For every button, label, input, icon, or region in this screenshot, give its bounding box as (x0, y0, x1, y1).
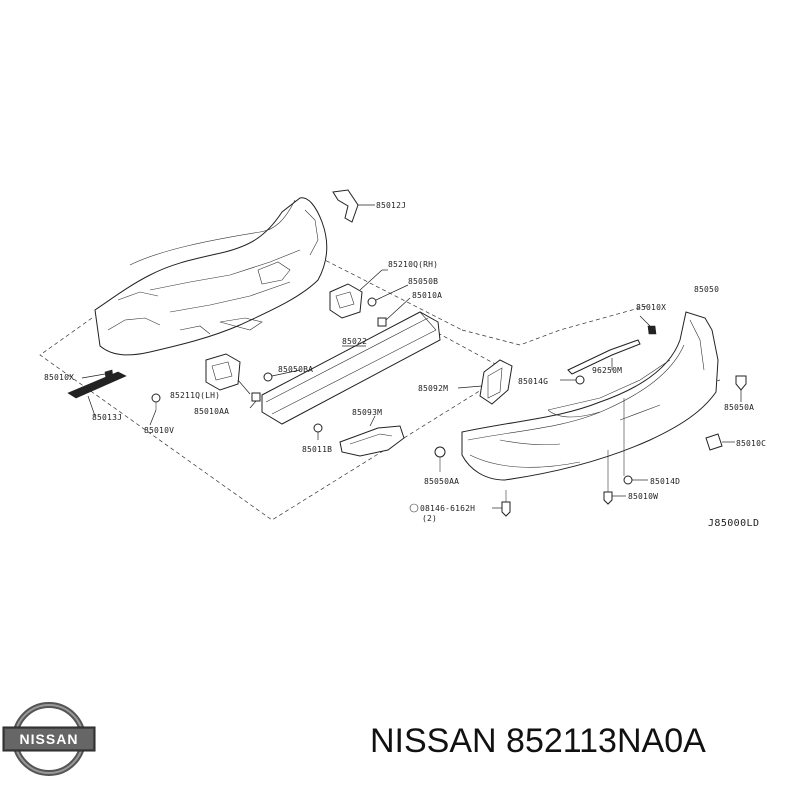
part-85092m-bracket (457, 359, 513, 405)
bolt-85011b (313, 423, 323, 440)
part-85010c-cap (705, 433, 735, 451)
label-85050aa: 85050AA (424, 477, 459, 486)
circled-b-icon (409, 503, 419, 513)
part-85022-reinforcement (261, 311, 441, 425)
diagram-code: J85000LD (708, 518, 759, 529)
bolt-85014d (623, 398, 648, 485)
label-85210q-rh: 85210Q(RH) (388, 260, 438, 269)
bolt-08146-6162h (492, 490, 511, 517)
clip-85050b (367, 284, 409, 307)
bolt-85010v (149, 393, 161, 426)
label-85050: 85050 (694, 285, 719, 294)
part-85050-bumper-fascia (461, 311, 719, 481)
label-85011b: 85011B (302, 445, 332, 454)
clip-85014g (560, 375, 585, 385)
label-85211q-lh: 85211Q(LH) (170, 391, 220, 400)
bolt-85010x-left (81, 369, 114, 380)
label-85010x-left: 85010X (44, 373, 74, 382)
label-85010a: 85010A (412, 291, 442, 300)
label-85010w: 85010W (628, 492, 658, 501)
label-85014d: 85014D (650, 477, 680, 486)
label-85093m: 85093M (352, 408, 382, 417)
label-85012j: 85012J (376, 201, 406, 210)
label-96250m: 96250M (592, 366, 622, 375)
label-85092m: 85092M (418, 384, 448, 393)
part-labels: 85012J 85210Q(RH) 85050B 85010A 85022 85… (44, 201, 766, 523)
label-85010aa: 85010AA (194, 407, 229, 416)
label-85010v: 85010V (144, 426, 174, 435)
label-85013j: 85013J (92, 413, 122, 422)
label-85050a: 85050A (724, 403, 754, 412)
label-85050ba: 85050BA (278, 365, 313, 374)
part-96250m-strip (567, 339, 641, 375)
bolt-85010w (603, 450, 626, 505)
label-85022: 85022 (342, 337, 367, 346)
clip-85050ba (263, 369, 301, 382)
part-number-caption: NISSAN 852113NA0A (370, 722, 706, 760)
part-85013j-strip (67, 371, 127, 417)
bolt-85010a (377, 297, 411, 327)
clip-85050aa (434, 446, 446, 472)
nissan-logo: NISSAN (2, 702, 96, 776)
label-85050b: 85050B (408, 277, 438, 286)
logo-wordmark: NISSAN (20, 731, 79, 747)
label-quantity-2: (2) (422, 514, 437, 523)
label-85010x-right: 85010X (636, 303, 666, 312)
label-85014g: 85014G (518, 377, 548, 386)
label-85010c: 85010C (736, 439, 766, 448)
bolt-85010x-right (639, 315, 657, 335)
vehicle-body-rear (94, 197, 328, 356)
part-85093m-bracket (339, 415, 405, 457)
clip-85050a (735, 375, 747, 402)
label-08146-6162h: 08146-6162H (420, 504, 475, 513)
part-85012j-bracket (332, 189, 375, 223)
part-85210q-rh-bracket (329, 269, 388, 319)
bolt-85010aa (249, 392, 261, 409)
assembly-boundary-frames (39, 231, 721, 521)
part-85211q-lh-bracket (205, 353, 251, 395)
